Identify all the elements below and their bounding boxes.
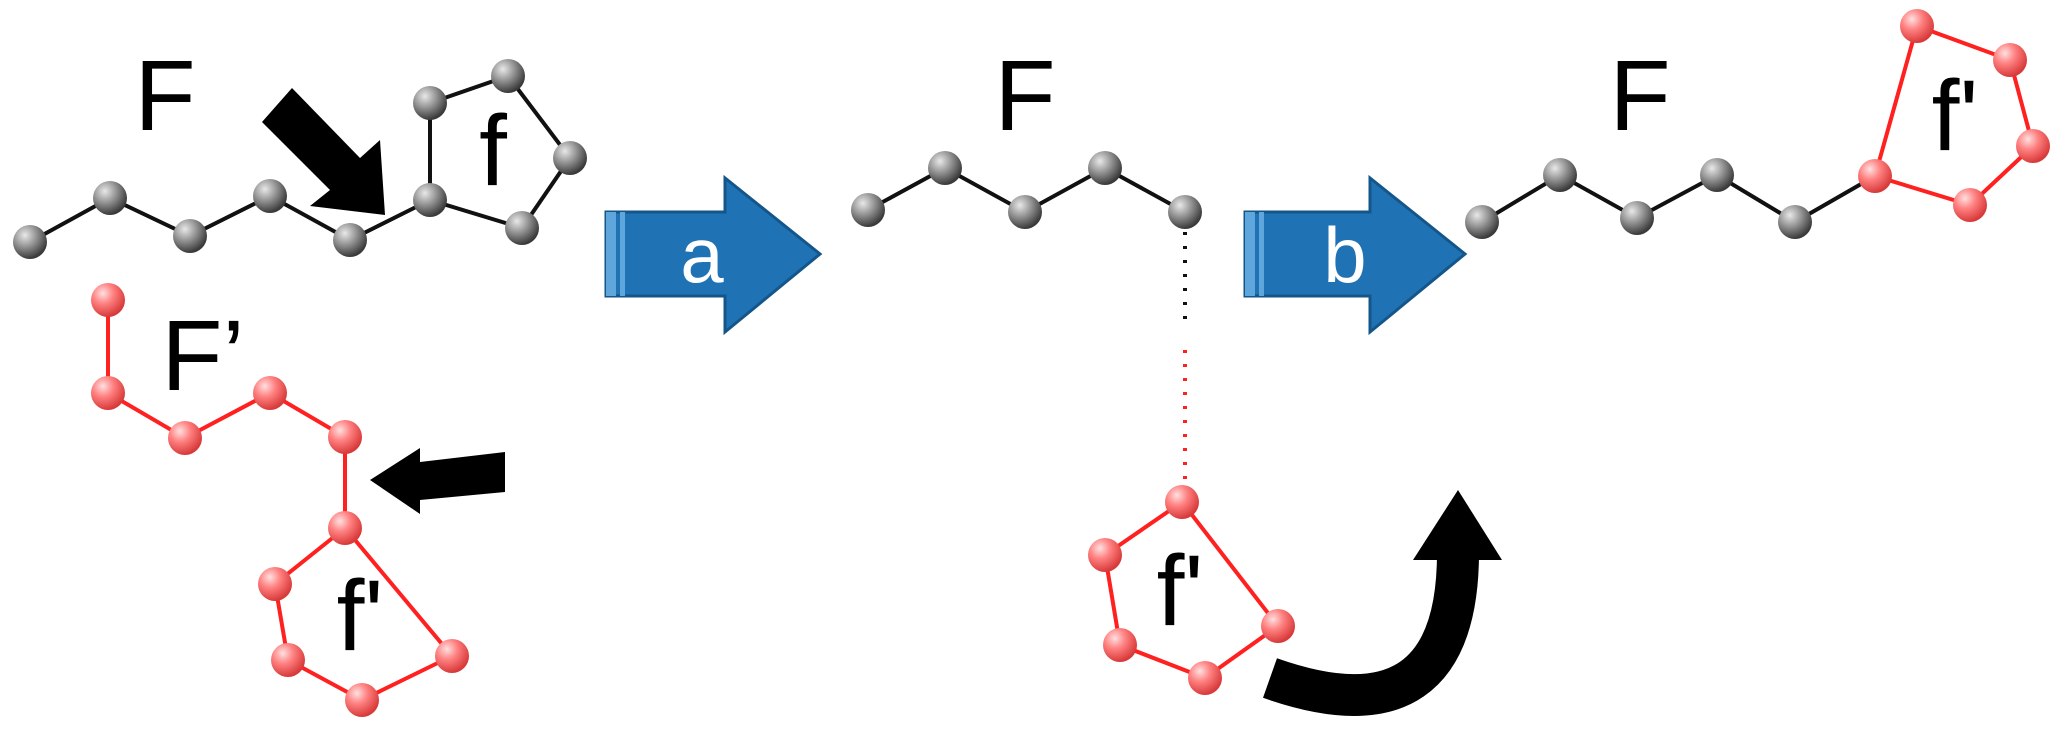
label-Fprime-left: F’ <box>161 300 244 412</box>
label-F-left: F <box>134 40 195 152</box>
label-F-middle: F <box>994 40 1055 152</box>
red-atoms-right <box>1858 9 2050 222</box>
right-panel: F f' <box>1465 9 2050 239</box>
step-label-b: b <box>1323 211 1366 299</box>
molecule-F-gray-right <box>1480 172 1876 225</box>
gray-atoms-left <box>13 59 587 259</box>
gray-atoms-middle <box>851 151 1202 229</box>
cut-pointer-arrow-left <box>370 448 505 514</box>
red-atoms-middle <box>1088 485 1295 695</box>
label-fprime-middle: f' <box>1157 535 1204 647</box>
label-f-left: f <box>479 95 507 207</box>
label-fprime-right: f' <box>1932 60 1979 172</box>
step-arrow-b: b <box>1243 174 1468 336</box>
middle-panel: F f' <box>851 40 1502 716</box>
label-fprime-left: f' <box>337 560 384 672</box>
rotation-arrow <box>1263 490 1502 716</box>
step-arrow-a: a <box>604 174 823 336</box>
label-F-right: F <box>1609 40 1670 152</box>
red-atoms-left <box>91 283 469 717</box>
step-label-a: a <box>680 211 724 299</box>
cut-pointer-arrow-down <box>262 88 385 215</box>
gray-atoms-right <box>1465 158 1812 239</box>
left-panel: F f F’ f' <box>13 40 587 717</box>
